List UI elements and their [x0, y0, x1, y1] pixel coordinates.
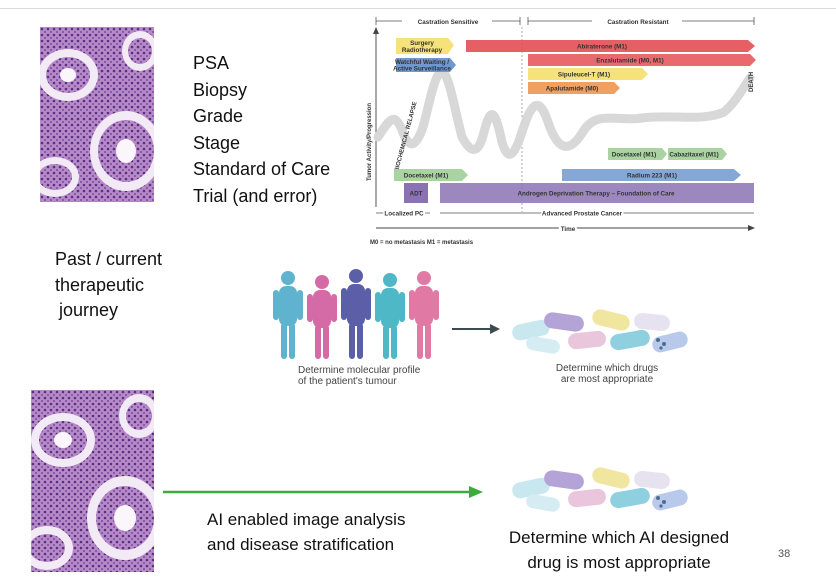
checklist-item: Grade	[193, 106, 244, 126]
checklist-item: Biopsy	[193, 79, 248, 100]
drug-capsules-top	[508, 304, 700, 360]
page-number: 38	[778, 548, 791, 560]
ai-drug-label: Determine which AI designed drug is most…	[508, 528, 730, 572]
death-label: DEATH	[749, 72, 755, 92]
bar-enzalutamide: Enzalutamide (M0, M1)	[596, 58, 664, 65]
time-axis-label: Time	[561, 226, 576, 233]
person-figure	[307, 275, 337, 359]
top-divider	[0, 8, 836, 9]
bar-apalutamide: Apalutamide (M0)	[546, 86, 598, 93]
bar-radium: Radium 223 (M1)	[627, 173, 677, 180]
journey-label: Past / current therapeutic journey	[55, 249, 163, 320]
patient-figures	[268, 268, 446, 362]
diagnostic-checklist: PSA Biopsy Grade Stage Standard of Care …	[193, 50, 330, 209]
bar-adt: ADT	[410, 191, 423, 198]
bar-docetaxel-left: Docetaxel (M1)	[404, 173, 448, 180]
metastasis-footnote: M0 = no metastasis M1 = metastasis	[370, 240, 474, 246]
profile-to-drugs-arrow	[452, 322, 502, 336]
bar-abiraterone: Abiraterone (M1)	[577, 44, 627, 51]
person-figure	[409, 271, 439, 359]
checklist-item: Standard of Care	[193, 159, 331, 179]
person-figure	[273, 271, 303, 359]
bar-docetaxel-m1: Docetaxel (M1)	[612, 152, 656, 159]
y-axis-label: Tumor Activity/Progression	[367, 103, 373, 181]
person-figure	[341, 269, 371, 359]
checklist-item: Trial (and error)	[193, 185, 318, 206]
bar-watchful-line1: Watchful Waiting /	[395, 59, 449, 66]
bar-surgery-line1: Surgery	[410, 40, 434, 47]
capsule-icon	[512, 467, 688, 512]
treatment-timeline: Castration Sensitive Castration Resistan…	[362, 12, 758, 250]
bar-sipuleucel: Sipuleucel-T (M1)	[558, 72, 610, 79]
drug-selection-caption: Determine which drugs are most appropria…	[555, 363, 659, 385]
checklist-item: PSA	[193, 53, 230, 73]
ai-analysis-arrow	[163, 484, 485, 500]
person-figure	[375, 273, 405, 359]
header-castration-sensitive: Castration Sensitive	[418, 19, 479, 26]
bar-cabazitaxel: Cabazitaxel (M1)	[669, 152, 718, 159]
histology-image-bottom	[31, 390, 154, 572]
bar-surgery-line2: Radiotherapy	[402, 47, 443, 54]
capsule-icon	[512, 309, 688, 354]
localized-pc-label: Localized PC	[384, 211, 424, 218]
header-castration-resistant: Castration Resistant	[607, 19, 669, 26]
bar-adt-long: Androgen Deprivation Therapy – Foundatio…	[517, 191, 675, 198]
drug-capsules-bottom	[508, 462, 700, 518]
bar-watchful-line2: Active Surveillance	[393, 66, 451, 73]
ai-analysis-label: AI enabled image analysis and disease st…	[207, 510, 406, 554]
molecular-profile-caption: Determine molecular profile of the patie…	[298, 365, 421, 387]
checklist-item: Stage	[193, 132, 241, 153]
advanced-pc-label: Advanced Prostate Cancer	[542, 211, 623, 218]
histology-image-top	[40, 27, 154, 202]
